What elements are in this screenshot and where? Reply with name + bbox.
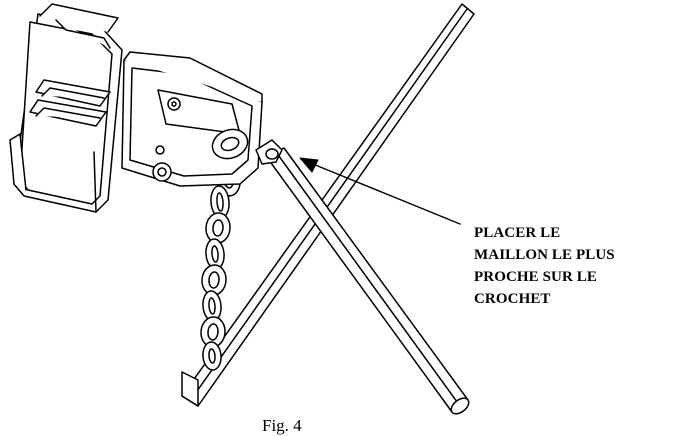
callout-line-4: CROCHET (474, 291, 551, 307)
diagonal-bar-long (181, 3, 475, 407)
diagonal-bar-cross (265, 147, 470, 415)
callout-line-1: PLACER LE (474, 225, 561, 241)
wall-bracket (9, 3, 123, 213)
hook-clamp (121, 51, 283, 187)
callout-line-3: PROCHE SUR LE (474, 269, 597, 285)
leader-arrow (299, 157, 461, 225)
callout-line-2: MAILLON LE PLUS (474, 247, 615, 263)
figure-caption: Fig. 4 (262, 416, 302, 435)
callout-text: PLACER LE MAILLON LE PLUS PROCHE SUR LE … (474, 222, 664, 310)
